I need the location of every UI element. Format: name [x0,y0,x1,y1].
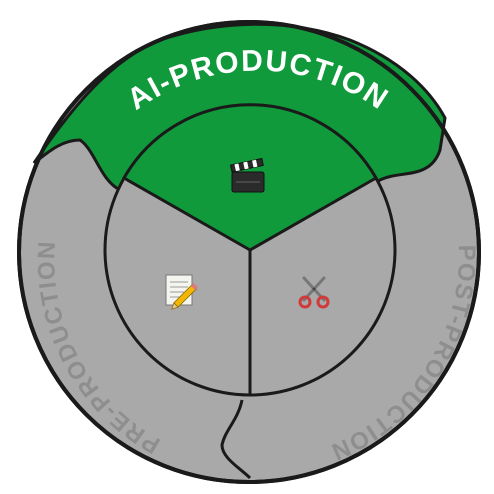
clapperboard-icon [229,157,265,193]
outer-rim [17,20,481,484]
memo-pencil-icon [165,274,198,310]
ring-divider-bottom [220,399,252,480]
scissors-icon [298,276,330,309]
